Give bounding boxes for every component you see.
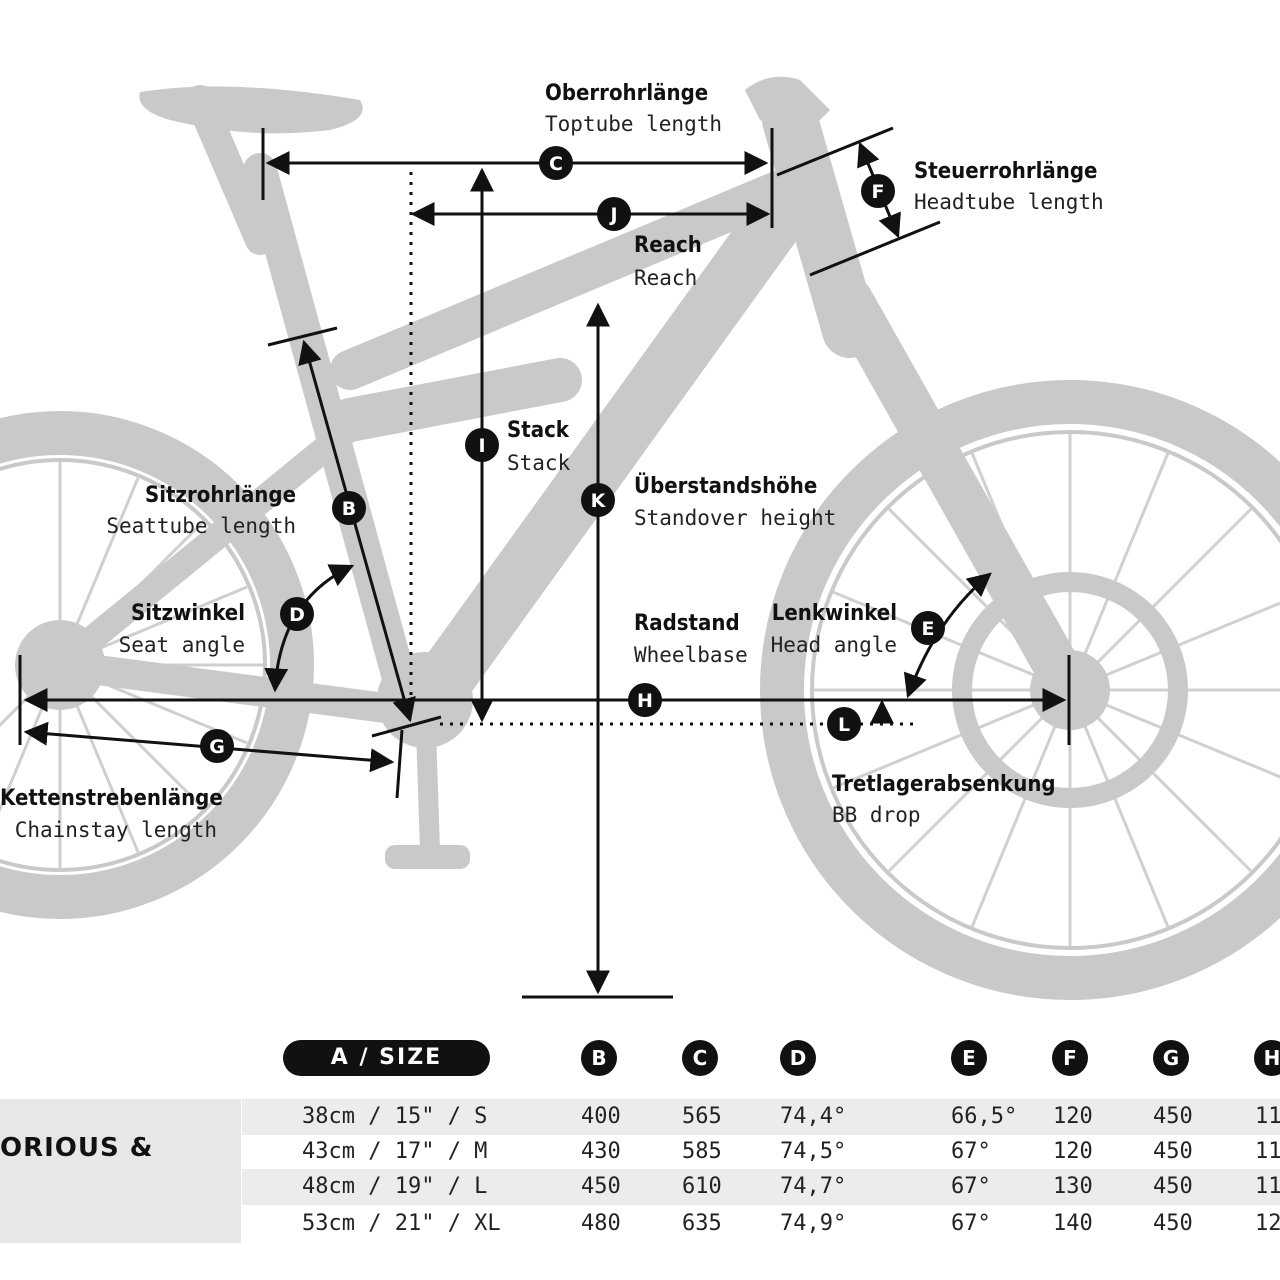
table-row: 38cm / 15" / S 400 565 74,4° 66,5° 120 4… (242, 1099, 1280, 1135)
badge-l: L (827, 707, 861, 741)
value-f-cell: 140 (1053, 1211, 1093, 1236)
value-d-cell: 74,9° (780, 1211, 847, 1236)
column-header-c: C (682, 1040, 718, 1076)
label-headangle-de: Lenkwinkel (772, 601, 897, 626)
badge-b: B (332, 491, 366, 525)
svg-text:F: F (872, 181, 885, 203)
value-g-cell: 450 (1153, 1139, 1193, 1164)
label-chainstay-en: Chainstay length (15, 818, 217, 842)
value-e-cell: 67° (951, 1211, 991, 1236)
value-b-cell: 430 (581, 1139, 621, 1164)
value-b-cell: 400 (581, 1104, 621, 1129)
label-stack-en: Stack (507, 451, 571, 475)
label-standover-en: Standover height (634, 506, 836, 530)
label-headtube-en: Headtube length (914, 190, 1104, 214)
badge-j: J (597, 197, 631, 231)
label-bbdrop-de: Tretlagerabsenkung (832, 772, 1056, 797)
svg-text:C: C (549, 153, 563, 175)
value-h-cell: 12 (1255, 1211, 1280, 1236)
badge-h: H (628, 683, 662, 717)
value-g-cell: 450 (1153, 1211, 1193, 1236)
value-c-cell: 565 (682, 1104, 722, 1129)
label-stack-de: Stack (507, 418, 570, 443)
value-b-cell: 450 (581, 1174, 621, 1199)
value-f-cell: 120 (1053, 1104, 1093, 1129)
value-g-cell: 450 (1153, 1104, 1193, 1129)
value-h-cell: 11 (1255, 1104, 1280, 1129)
column-header-h: H (1254, 1040, 1280, 1076)
label-reach-en: Reach (634, 266, 697, 290)
model-name: ORIOUS & (0, 1133, 154, 1163)
value-g-cell: 450 (1153, 1174, 1193, 1199)
value-c-cell: 610 (682, 1174, 722, 1199)
value-b-cell: 480 (581, 1211, 621, 1236)
dotted-guides (409, 172, 915, 726)
badge-f: F (861, 174, 895, 208)
label-toptube-de: Oberrohrlänge (545, 81, 708, 106)
svg-text:B: B (342, 498, 356, 520)
value-e-cell: 66,5° (951, 1104, 1018, 1129)
badge-d: D (280, 597, 314, 631)
svg-text:I: I (478, 435, 485, 457)
size-cell: 48cm / 19" / L (302, 1174, 488, 1199)
label-standover-de: Überstandshöhe (634, 473, 817, 499)
label-wheelbase-en: Wheelbase (634, 643, 748, 667)
bike-geometry-diagram: C J F I K B D E H L G Oberrohrlänge Topt… (0, 76, 1280, 1000)
table-row: 48cm / 19" / L 450 610 74,7° 67° 130 450… (242, 1169, 1280, 1205)
size-cell: 43cm / 17" / M (302, 1139, 488, 1164)
label-wheelbase-de: Radstand (634, 611, 740, 636)
table-row: 53cm / 21" / XL 480 635 74,9° 67° 140 45… (242, 1206, 1280, 1242)
value-h-cell: 11 (1255, 1139, 1280, 1164)
value-e-cell: 67° (951, 1139, 991, 1164)
svg-text:G: G (209, 736, 225, 758)
svg-text:K: K (591, 490, 607, 512)
label-seattube-de: Sitzrohrlänge (145, 483, 296, 508)
svg-text:E: E (922, 618, 935, 640)
badge-c: C (539, 146, 573, 180)
size-cell: 38cm / 15" / S (302, 1104, 488, 1129)
value-h-cell: 11 (1255, 1174, 1280, 1199)
value-c-cell: 635 (682, 1211, 722, 1236)
value-d-cell: 74,4° (780, 1104, 847, 1129)
svg-text:D: D (289, 604, 305, 626)
table-row: 43cm / 17" / M 430 585 74,5° 67° 120 450… (242, 1134, 1280, 1170)
label-headangle-en: Head angle (771, 633, 897, 657)
label-toptube-en: Toptube length (545, 112, 722, 136)
svg-text:L: L (838, 714, 850, 736)
front-wheel (760, 380, 1280, 1000)
label-seattube-en: Seattube length (106, 514, 296, 538)
value-e-cell: 67° (951, 1174, 991, 1199)
label-seatangle-en: Seat angle (119, 633, 245, 657)
size-column-header: A / SIZE (283, 1040, 490, 1076)
label-bbdrop-en: BB drop (832, 803, 921, 827)
svg-text:J: J (608, 204, 617, 226)
column-header-e: E (951, 1040, 987, 1076)
value-d-cell: 74,7° (780, 1174, 847, 1199)
value-f-cell: 130 (1053, 1174, 1093, 1199)
label-headtube-de: Steuerrohrlänge (914, 159, 1097, 184)
size-cell: 53cm / 21" / XL (302, 1211, 501, 1236)
value-c-cell: 585 (682, 1139, 722, 1164)
badge-g: G (200, 729, 234, 763)
label-seatangle-de: Sitzwinkel (131, 601, 245, 626)
value-d-cell: 74,5° (780, 1139, 847, 1164)
badge-k: K (581, 483, 615, 517)
svg-text:H: H (637, 690, 653, 712)
model-band (0, 1099, 241, 1243)
badge-e: E (911, 611, 945, 645)
badge-i: I (465, 428, 499, 462)
label-reach-de: Reach (634, 233, 702, 258)
column-header-f: F (1052, 1040, 1088, 1076)
label-chainstay-de: Kettenstrebenlänge (0, 786, 223, 811)
column-header-b: B (581, 1040, 617, 1076)
column-header-g: G (1153, 1040, 1189, 1076)
column-header-d: D (780, 1040, 816, 1076)
value-f-cell: 120 (1053, 1139, 1093, 1164)
